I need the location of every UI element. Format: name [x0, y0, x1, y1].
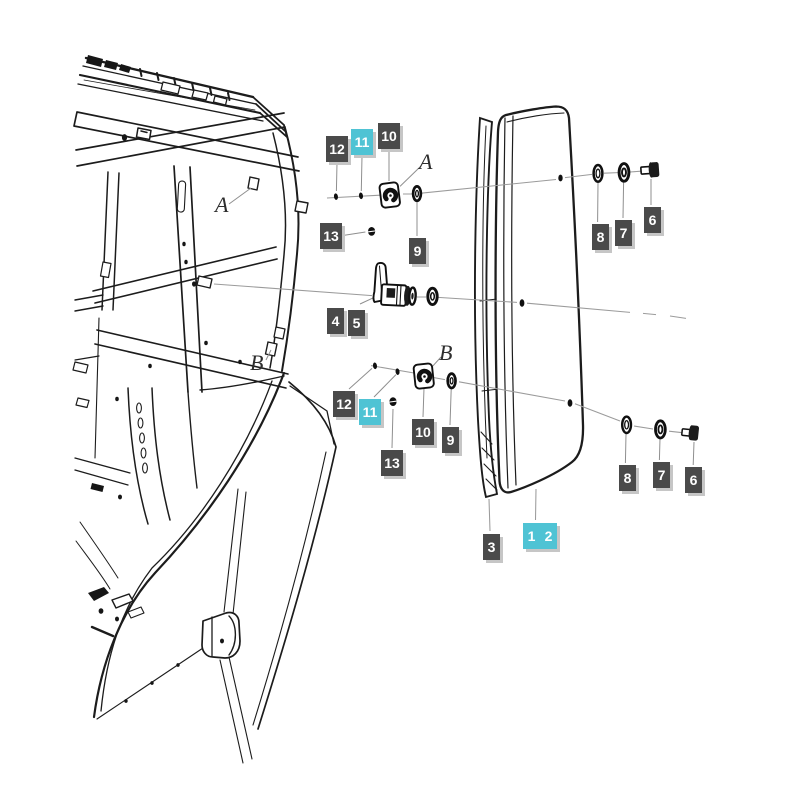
cab-pillars — [74, 127, 309, 459]
label-leader-lines — [228, 150, 695, 466]
hardware-parts — [333, 162, 700, 441]
washer-8-bottom — [620, 415, 633, 435]
cab-frame-drawing — [72, 55, 337, 764]
roof-frame — [77, 55, 288, 138]
part-label-10-2: 10 — [378, 123, 400, 149]
screw-pin — [358, 192, 364, 200]
latch-bracket — [196, 275, 213, 289]
part-label-6-20: 6 — [685, 467, 702, 493]
ref-letter-b-2: B — [250, 350, 264, 375]
part-label-7-19: 7 — [653, 462, 670, 488]
fender — [88, 371, 337, 764]
part-label-12-10: 12 — [333, 391, 355, 417]
ref-letter-a-1: A — [419, 149, 433, 174]
ref-letter-b-3: B — [439, 340, 453, 365]
window-assembly — [473, 105, 585, 499]
hinge-bushing-bottom — [412, 362, 435, 390]
part-label-4-8: 4 — [327, 308, 344, 334]
glass-hole-middle — [519, 299, 525, 307]
lock-nut-bottom — [389, 397, 397, 406]
window-seal-strip — [473, 116, 500, 499]
part-label-8-18: 8 — [619, 465, 636, 491]
ref-letter-a-0: A — [215, 192, 229, 217]
part-label-7-6: 7 — [615, 220, 632, 246]
part-label-5-9: 5 — [348, 310, 365, 336]
washer-9-bottom — [446, 372, 457, 390]
lock-nut-top — [367, 227, 376, 236]
part-label-9-4: 9 — [409, 238, 426, 264]
part-label-1-16: 1 — [523, 523, 540, 549]
part-label-6-7: 6 — [644, 207, 661, 233]
bolt-6-top — [640, 162, 660, 178]
glass-hole-bottom — [567, 399, 573, 407]
striker-catch — [201, 611, 241, 659]
washer-9-top — [411, 185, 423, 203]
screw-pin — [372, 362, 378, 370]
part-label-2-17: 2 — [540, 523, 557, 549]
header-rails — [73, 111, 300, 172]
bushing-7-top — [617, 162, 631, 183]
bushing-7-bottom — [654, 419, 667, 440]
part-label-9-14: 9 — [442, 427, 459, 453]
part-label-3-15: 3 — [483, 534, 500, 560]
window-latch-body — [380, 283, 417, 307]
assembly-axis-lines — [213, 170, 688, 532]
part-label-10-13: 10 — [412, 419, 434, 445]
part-label-8-5: 8 — [592, 224, 609, 250]
part-label-13-3: 13 — [320, 223, 342, 249]
part-label-11-11: 11 — [359, 399, 381, 425]
part-label-13-12: 13 — [381, 450, 403, 476]
window-glass — [494, 105, 585, 494]
bolt-6-bottom — [681, 425, 700, 441]
washer-middle — [426, 286, 439, 307]
screw-pin — [333, 193, 338, 200]
screw-pin — [395, 368, 400, 375]
lower-frame — [72, 329, 289, 590]
hinge-bushing-top — [378, 181, 401, 209]
washer-8-top — [592, 163, 604, 184]
hinge-bracket-b — [264, 341, 278, 357]
part-label-11-1: 11 — [351, 129, 373, 155]
glass-hole-top — [558, 174, 563, 182]
part-label-12-0: 12 — [326, 136, 348, 162]
hinge-bracket-a — [247, 176, 260, 191]
